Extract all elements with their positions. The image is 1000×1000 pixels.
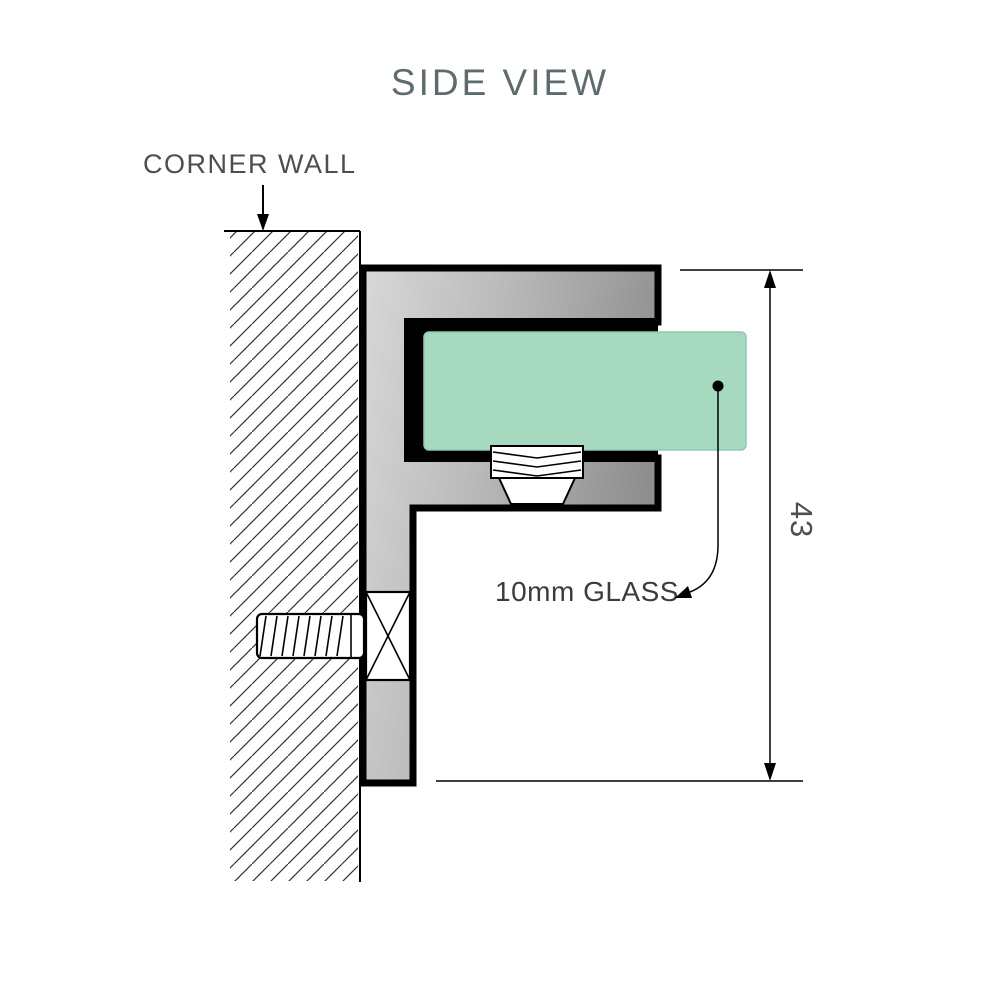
glass-label: 10mm GLASS — [495, 576, 679, 607]
dimension-43: 43 — [436, 269, 819, 782]
grub-screw-threaded-body — [490, 445, 584, 479]
corner-wall-label: CORNER WALL — [143, 149, 357, 179]
glass-leader-line — [689, 391, 719, 593]
grub-screw-cone — [497, 477, 577, 505]
glass-panel — [423, 331, 747, 451]
screw-thread-line — [303, 615, 311, 657]
dimension-label: 43 — [784, 502, 819, 538]
dimension-arrow-top-icon — [764, 270, 776, 288]
glass-leader-arrowhead-icon — [675, 586, 692, 598]
grub-screw — [490, 445, 584, 505]
screw-thread-line — [259, 615, 267, 657]
screw-thread-line — [336, 615, 344, 657]
screw-thread-line — [325, 615, 333, 657]
grub-screw-thread-line — [492, 451, 582, 459]
fixing-screw-shaft — [255, 612, 366, 660]
fixing-screw — [255, 590, 412, 682]
dimension-arrow-bottom-icon — [764, 763, 776, 781]
corner-wall-arrowhead-icon — [257, 214, 269, 231]
screw-thread-line — [270, 615, 278, 657]
glass-leader-dot — [712, 380, 724, 392]
screw-head-cross-line — [365, 591, 411, 681]
screw-thread-line — [281, 615, 289, 657]
diagram-title: SIDE VIEW — [391, 62, 609, 103]
wall-hatching — [230, 231, 358, 881]
screw-thread-line — [314, 615, 322, 657]
grub-screw-thread-line — [492, 469, 582, 477]
grub-screw-thread-line — [492, 460, 582, 468]
screw-thread-line — [292, 615, 300, 657]
